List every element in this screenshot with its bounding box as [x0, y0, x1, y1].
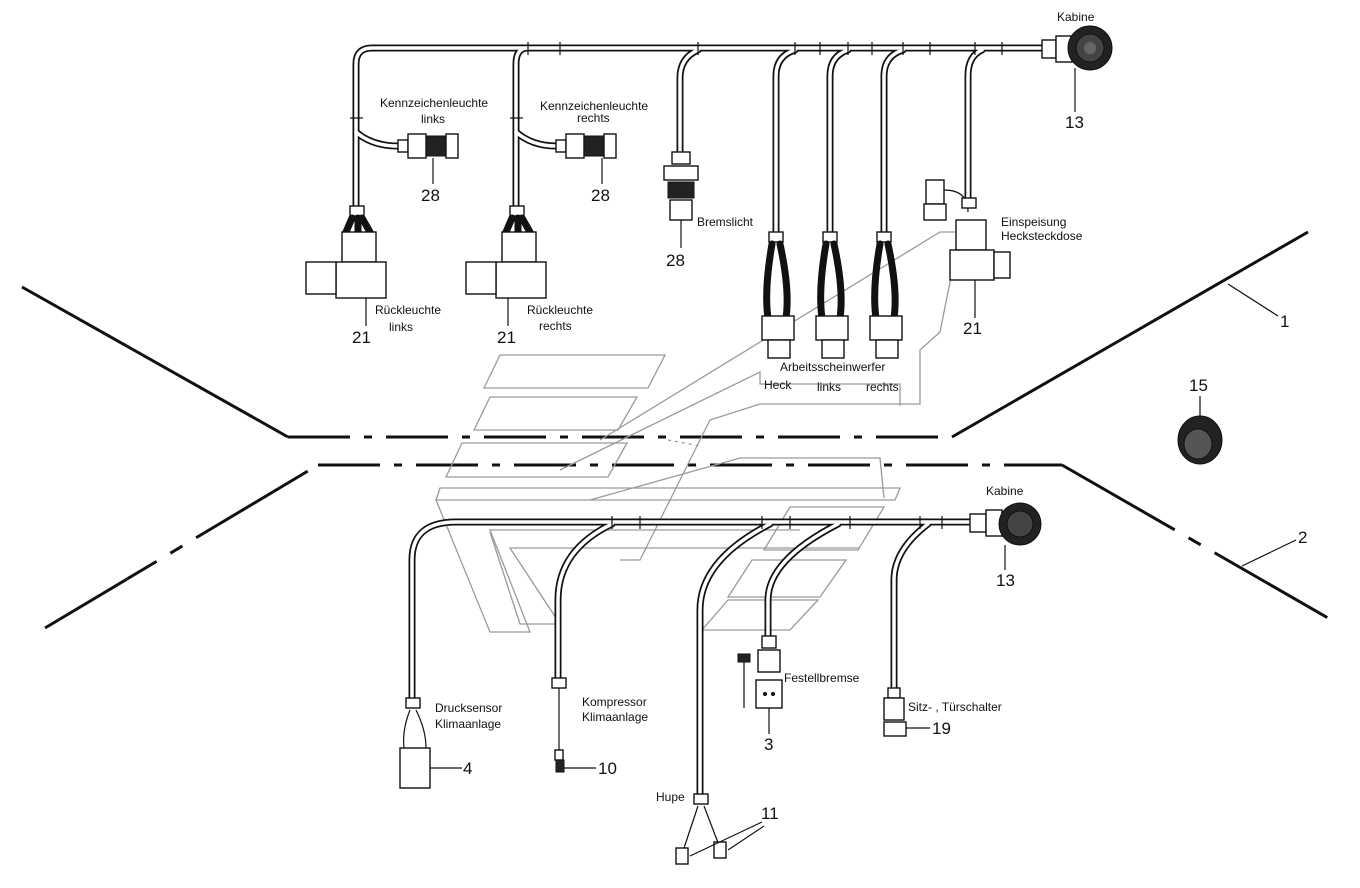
rear-socket-feed-connector[interactable] [923, 179, 1011, 318]
label-license-light-right-1: Kennzeichenleuchte [540, 99, 648, 113]
label-right: rechts [866, 380, 899, 394]
compressor-connector[interactable] [551, 677, 596, 773]
tail-light-connector-left[interactable] [305, 205, 387, 326]
label-license-light-left-2: links [421, 112, 445, 126]
callout-3: 3 [764, 735, 773, 754]
label-rear: Heck [764, 378, 792, 392]
label-cab-bottom: Kabine [986, 484, 1024, 498]
label-compressor-2: Klimaanlage [582, 710, 648, 724]
leader-1 [1227, 283, 1279, 317]
label-left: links [817, 380, 841, 394]
label-license-light-right-2: rechts [577, 111, 610, 125]
work-light-connector-rear[interactable] [761, 231, 795, 359]
label-brake-light: Bremslicht [697, 215, 754, 229]
brake-light-connector[interactable] [663, 151, 699, 248]
callout-28-brake: 28 [666, 251, 685, 270]
horn-connectors[interactable] [675, 793, 765, 865]
callout-15: 15 [1189, 376, 1208, 395]
label-feed-1: Einspeisung [1001, 215, 1066, 229]
label-tail-light-right-2: rechts [539, 319, 572, 333]
license-light-connector-right[interactable] [555, 133, 617, 159]
label-tail-light-right-1: Rückleuchte [527, 303, 593, 317]
label-seat-door-switch: Sitz- , Türschalter [908, 700, 1002, 714]
callout-10: 10 [598, 759, 617, 778]
callout-19: 19 [932, 719, 951, 738]
callout-2: 2 [1298, 528, 1307, 547]
label-cab-top: Kabine [1057, 10, 1095, 24]
upper-harness [350, 42, 1046, 242]
leader-2 [1241, 539, 1297, 567]
connector-part-15[interactable] [1177, 396, 1223, 465]
callout-21-feed: 21 [963, 319, 982, 338]
cab-connector-bottom[interactable] [969, 502, 1042, 546]
label-pressure-sensor-2: Klimaanlage [435, 717, 501, 731]
callout-11: 11 [761, 804, 779, 823]
label-compressor-1: Kompressor [582, 695, 647, 709]
ghost-brackets [435, 231, 961, 633]
label-pressure-sensor-1: Drucksensor [435, 701, 502, 715]
callout-28-right: 28 [591, 186, 610, 205]
callout-28-left: 28 [421, 186, 440, 205]
label-horn: Hupe [656, 790, 685, 804]
callout-13-bottom: 13 [996, 571, 1015, 590]
callout-1: 1 [1280, 312, 1289, 331]
tail-light-connector-right[interactable] [465, 205, 547, 326]
work-light-connector-left[interactable] [815, 231, 849, 359]
label-parking-brake: Festellbremse [784, 671, 860, 685]
work-light-connector-right[interactable] [869, 231, 903, 359]
callout-21-right: 21 [497, 328, 516, 347]
parking-brake-switch[interactable] [737, 635, 783, 734]
callout-4: 4 [463, 759, 472, 778]
frame-outline-1 [21, 230, 1309, 439]
label-feed-2: Hecksteckdose [1001, 229, 1083, 243]
label-tail-light-left-1: Rückleuchte [375, 303, 441, 317]
label-license-light-left-1: Kennzeichenleuchte [380, 96, 488, 110]
frame-outline-2 [44, 463, 1336, 630]
label-tail-light-left-2: links [389, 320, 413, 334]
seat-door-switch[interactable] [883, 687, 930, 737]
callout-21-left: 21 [352, 328, 371, 347]
label-work-lights: Arbeitsscheinwerfer [780, 360, 885, 374]
license-light-connector-left[interactable] [397, 133, 459, 159]
lower-harness [408, 516, 974, 799]
pressure-sensor-connector[interactable] [399, 697, 462, 789]
cab-connector-top[interactable] [1041, 25, 1113, 71]
callout-13-top: 13 [1065, 113, 1084, 132]
